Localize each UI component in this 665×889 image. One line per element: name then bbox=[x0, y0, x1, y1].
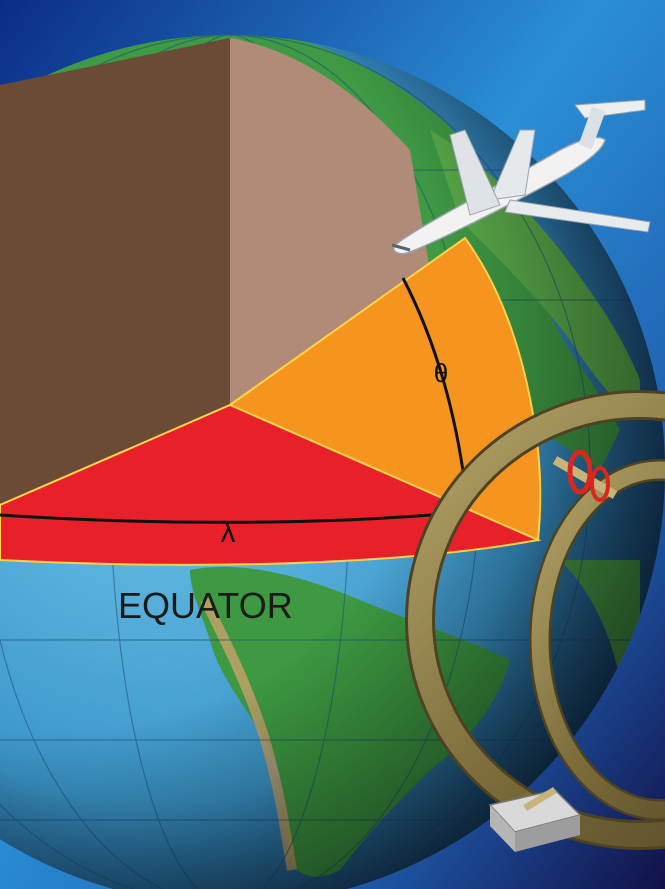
latitude-arc bbox=[401, 277, 467, 486]
cutaway-section bbox=[0, 38, 542, 566]
latitude-label: θ bbox=[434, 358, 448, 388]
airplane-icon bbox=[391, 99, 651, 255]
longitude-arc bbox=[0, 511, 456, 524]
cut-face-left bbox=[0, 38, 230, 505]
longitude-label: λ bbox=[221, 516, 236, 549]
cut-face-right bbox=[230, 38, 430, 405]
longitude-wedge bbox=[0, 403, 542, 566]
equator-label: EQUATOR bbox=[118, 585, 293, 626]
gimbal-rings-icon bbox=[405, 390, 665, 852]
